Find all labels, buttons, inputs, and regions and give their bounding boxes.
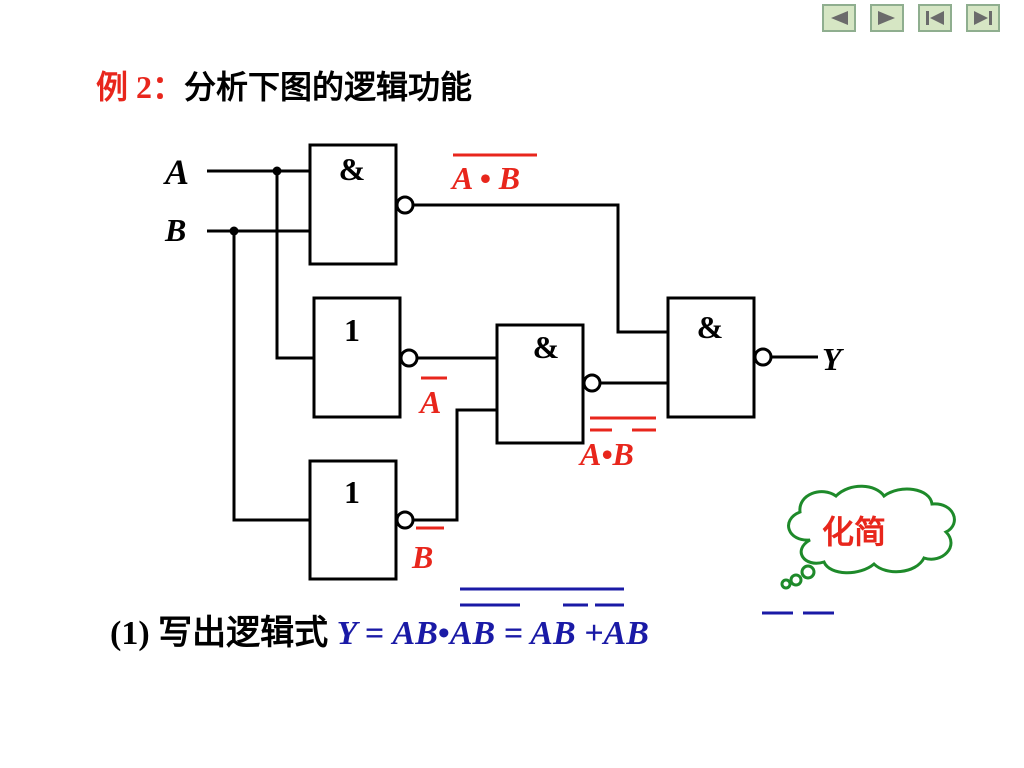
example-label: 例 2： — [96, 69, 185, 105]
output-y-label: Y — [822, 341, 844, 377]
formula-eq-2: = AB + — [503, 615, 604, 652]
formula-lhs: Y = — [336, 615, 385, 652]
not-gate-a — [312, 296, 402, 419]
input-a-label: A — [163, 152, 189, 192]
skip-end-icon — [974, 11, 992, 25]
title-text: 分析下图的逻辑功能 — [184, 69, 473, 105]
not-gate-b-bubble — [395, 510, 415, 530]
circuit-wires — [207, 169, 818, 522]
nand-not-ab-label: A•B — [578, 436, 634, 472]
formula-term-ab-3: AB — [603, 615, 649, 652]
simplify-text: 化简 — [822, 513, 887, 551]
not-a-label: A — [418, 384, 441, 420]
not-gate-a-symbol: 1 — [344, 312, 360, 348]
previous-slide-button[interactable] — [822, 4, 856, 32]
not-gate-b-symbol: 1 — [344, 474, 360, 510]
slide-title: 例 2：分析下图的逻辑功能 — [96, 62, 472, 108]
nand-gate-output-symbol: & — [697, 309, 724, 345]
not-b-label: B — [411, 539, 433, 575]
skip-start-icon — [926, 11, 944, 25]
nand-gate-1-symbol: & — [339, 151, 366, 187]
triangle-right-icon — [878, 11, 895, 25]
logic-expression: (1) 写出逻辑式 Y = AB•AB = AB +AB — [110, 612, 649, 656]
formula-dot: • — [437, 615, 450, 652]
nand-gate-output-bubble — [753, 347, 773, 367]
cloud-icon — [780, 484, 956, 590]
nand-gate-output — [666, 296, 756, 419]
thought-bubble: 化简 — [770, 480, 970, 590]
junction-dot-a — [272, 166, 282, 176]
nand-ab-label: A • B — [450, 160, 520, 196]
nand-gate-1-bubble — [395, 195, 415, 215]
nand-gate-2 — [495, 323, 585, 445]
input-b-label: B — [164, 212, 186, 248]
triangle-left-icon — [831, 11, 848, 25]
formula-term-ab-1: AB — [392, 615, 438, 652]
formula-overbars — [460, 587, 834, 615]
signal-labels: A • B A A•B B — [411, 153, 656, 575]
first-slide-button[interactable] — [918, 4, 952, 32]
slide-navigation — [822, 4, 1000, 32]
nand-gate-2-bubble — [582, 373, 602, 393]
nand-gate-1 — [308, 143, 398, 266]
last-slide-button[interactable] — [966, 4, 1000, 32]
formula-term-ab-2: AB — [449, 615, 496, 652]
step-label: (1) 写出逻辑式 — [110, 615, 329, 652]
junction-dot-b — [229, 226, 239, 236]
next-slide-button[interactable] — [870, 4, 904, 32]
nand-gate-2-symbol: & — [533, 329, 560, 365]
not-gate-a-bubble — [399, 348, 419, 368]
